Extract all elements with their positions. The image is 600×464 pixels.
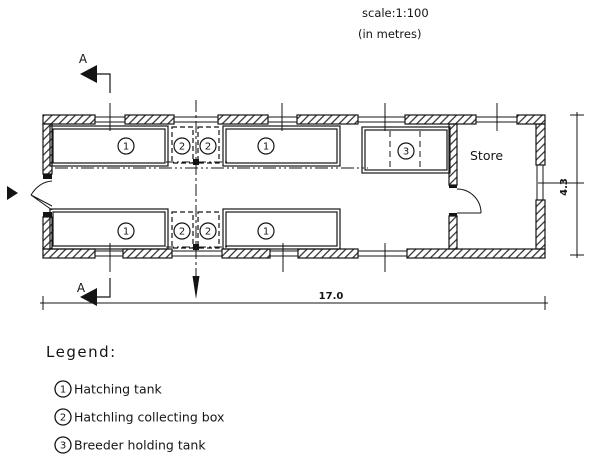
tag-breeder-tank: 3 — [397, 142, 415, 160]
legend-tag-circle — [54, 380, 72, 398]
tag-number: 1 — [123, 142, 129, 153]
axis-ticks — [281, 103, 584, 272]
tag-number: 2 — [205, 142, 211, 153]
hatching-tank-top-left — [49, 125, 169, 167]
tag-number: 2 — [179, 142, 185, 153]
legend-item-breeder-tank: 3 Breeder holding tank — [54, 436, 206, 454]
window — [94, 250, 124, 257]
section-label: A — [79, 52, 88, 66]
wall-segment — [42, 114, 96, 125]
tag-number: 2 — [205, 227, 211, 238]
store-room-label: Store — [470, 148, 503, 163]
legend-item-collecting-box: 2 Hatchling collecting box — [54, 408, 224, 426]
legend-item-label: Breeder holding tank — [74, 438, 206, 453]
tag-number: 1 — [263, 142, 269, 153]
hatching-tanks — [49, 125, 341, 250]
centerlines — [55, 100, 368, 276]
section-arrow-icon — [80, 65, 97, 83]
section-marker-bottom: A — [77, 243, 111, 306]
centerline-node — [193, 244, 199, 250]
door-jambs — [43, 174, 457, 217]
legend-heading: Legend: — [46, 343, 117, 361]
tag-number: 3 — [403, 147, 409, 158]
units-note: (in metres) — [358, 27, 421, 41]
collecting-boxes — [171, 126, 220, 249]
partition-wall-segment — [448, 215, 458, 250]
door-leaf — [30, 194, 53, 211]
tag-hatching-tank: 1 — [117, 137, 135, 155]
legend-item-label: Hatching tank — [74, 382, 163, 397]
wall-segment — [516, 114, 546, 125]
tag-collecting-box: 2 — [199, 137, 217, 155]
window — [357, 116, 406, 123]
door-jamb — [43, 174, 52, 179]
hatching-tank-top-mid — [222, 125, 341, 167]
wall-segment — [535, 199, 546, 250]
dimension-width-value: 4.3 — [559, 178, 570, 196]
legend-tag-number: 3 — [60, 441, 66, 452]
centerline-node — [193, 159, 199, 165]
wall-segment — [122, 248, 173, 259]
scale-note: scale:1:100 — [362, 6, 429, 20]
section-line — [97, 278, 111, 298]
legend-tag-number: 1 — [60, 385, 66, 396]
centerline-arrow-icon — [192, 276, 200, 299]
exterior-walls — [42, 114, 546, 259]
wall-segment — [221, 248, 271, 259]
dimension-length-value: 17.0 — [319, 291, 344, 302]
legend-tag-circle — [54, 408, 72, 426]
legend-item-hatching-tank: 1 Hatching tank — [54, 380, 163, 398]
tag-number: 2 — [179, 227, 185, 238]
wall-segment — [297, 248, 359, 259]
collecting-box — [171, 126, 194, 164]
window — [171, 250, 223, 257]
windows — [94, 116, 544, 257]
collecting-box — [171, 211, 194, 249]
door-jamb — [449, 213, 457, 216]
tag-collecting-box: 2 — [199, 222, 217, 240]
legend-tag-number: 2 — [60, 413, 66, 424]
door-swing-arc — [30, 180, 53, 196]
wall-segment — [42, 216, 53, 250]
section-label: A — [77, 281, 86, 295]
collecting-box — [197, 211, 220, 249]
section-arrow-icon — [80, 288, 97, 306]
tag-hatching-tank: 1 — [117, 222, 135, 240]
dimension-length — [40, 296, 548, 310]
door-swing-arc — [456, 188, 482, 214]
wall-segment — [217, 114, 269, 125]
door-jamb — [449, 185, 457, 188]
wall-segment — [124, 114, 175, 125]
tag-number: 1 — [263, 227, 269, 238]
hatching-tank-bottom-mid — [222, 208, 341, 250]
wall-segment — [404, 114, 477, 125]
wall-segment — [42, 248, 96, 259]
door-jamb — [43, 212, 52, 217]
dimension-width — [570, 112, 584, 258]
tag-number: 1 — [123, 227, 129, 238]
tag-hatching-tank: 1 — [257, 222, 275, 240]
legend-tag-circle — [54, 436, 72, 454]
legend: Legend: 1 Hatching tank 2 Hatchling coll… — [46, 343, 224, 454]
tank-tags: 1 1 1 1 2 2 2 2 — [117, 137, 415, 240]
wall-segment — [535, 123, 546, 166]
window — [269, 250, 299, 257]
section-marker-top: A — [79, 52, 111, 131]
tag-collecting-box: 2 — [173, 222, 191, 240]
legend-item-label: Hatchling collecting box — [74, 410, 224, 425]
breeder-holding-tank — [361, 126, 451, 174]
collecting-box — [197, 126, 220, 164]
tag-collecting-box: 2 — [173, 137, 191, 155]
entrance-arrow-icon — [7, 186, 18, 200]
tag-hatching-tank: 1 — [257, 137, 275, 155]
wall-segment — [406, 248, 546, 259]
window — [357, 250, 408, 257]
store-door — [456, 188, 482, 214]
hatching-tank-bottom-left — [49, 208, 169, 250]
section-line — [97, 73, 111, 93]
entrance-door — [30, 180, 53, 211]
wall-segment — [296, 114, 359, 125]
